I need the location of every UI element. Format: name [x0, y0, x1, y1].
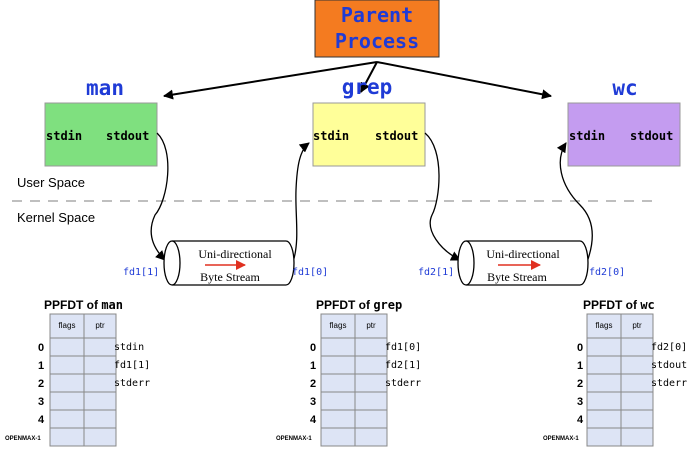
openmax-label: OPENMAX-1: [543, 436, 579, 442]
fd-entry-label: fd1[0]: [385, 342, 421, 353]
row-index-label: 3: [577, 396, 583, 408]
pipe-connections: [150, 132, 593, 263]
ppfdt-title: PPFDT of grep: [316, 298, 402, 312]
user-space-label: User Space: [17, 175, 85, 190]
kernel-space-label: Kernel Space: [17, 210, 95, 225]
pipe-1: Uni-directional Byte Stream: [163, 240, 295, 286]
row-index-label: 2: [577, 378, 583, 390]
process-box-man: stdin stdout: [44, 102, 158, 167]
pipe2-line1: Uni-directional: [486, 247, 560, 261]
pipe-2: Uni-directional Byte Stream: [457, 240, 589, 286]
process-box-wc: stdin stdout: [567, 102, 681, 167]
pipe2-line2: Byte Stream: [487, 270, 547, 284]
row-index-label: 2: [38, 378, 44, 390]
process-box-grep: stdin stdout: [312, 102, 426, 167]
parent-label-line1: Parent: [341, 3, 413, 27]
flags-header: flags: [596, 321, 613, 330]
row-index-label: 0: [577, 342, 583, 354]
ppfdt-title: PPFDT of man: [44, 298, 123, 312]
ptr-header: ptr: [632, 321, 642, 330]
fork-arrow-wc: [376, 61, 552, 100]
fork-arrow-grep: [360, 61, 378, 93]
openmax-label: OPENMAX-1: [5, 436, 41, 442]
row-index-label: 0: [310, 342, 316, 354]
fd-entry-label: stderr: [114, 378, 150, 389]
process-name-man: man: [86, 76, 124, 100]
ppfdt-table-body: [49, 313, 117, 447]
row-index-label: 0: [38, 342, 44, 354]
row-index-label: 4: [310, 414, 317, 426]
wc-stdout-label: stdout: [630, 129, 673, 143]
fork-arrow-man: [163, 61, 378, 100]
row-index-label: 1: [310, 360, 316, 372]
pipe1-line2: Byte Stream: [200, 270, 260, 284]
pipe2-to-wc-stdin: [556, 142, 593, 263]
ppfdt-title-process: man: [101, 298, 123, 312]
flags-header: flags: [330, 321, 347, 330]
openmax-label: OPENMAX-1: [276, 436, 312, 442]
fd2-write-label: fd2[1]: [418, 267, 454, 278]
ppfdt-table-body: [586, 313, 654, 447]
grep-stdout-to-pipe2: [424, 132, 461, 261]
ppfdt-title-process: grep: [373, 298, 402, 312]
process-name-grep: grep: [342, 75, 393, 99]
fd-entry-label: fd2[0]: [651, 342, 687, 353]
man-stdout-label: stdout: [106, 129, 149, 143]
row-index-label: 3: [310, 396, 316, 408]
ppfdt-title: PPFDT of wc: [583, 298, 655, 312]
row-index-label: 1: [38, 360, 44, 372]
ptr-header: ptr: [366, 321, 376, 330]
process-name-wc: wc: [612, 76, 637, 100]
row-index-label: 2: [310, 378, 316, 390]
fd-entry-label: stdout: [651, 360, 687, 371]
grep-stdout-label: stdout: [375, 129, 418, 143]
row-index-label: 3: [38, 396, 44, 408]
row-index-label: 4: [577, 414, 584, 426]
fd2-read-label: fd2[0]: [589, 267, 625, 278]
fork-arrows: [163, 61, 552, 100]
ppfdt-title-process: wc: [640, 298, 654, 312]
fd-entry-label: stderr: [651, 378, 687, 389]
pipe1-to-grep-stdin: [292, 142, 310, 263]
man-stdin-label: stdin: [46, 129, 82, 143]
wc-stdin-label: stdin: [569, 129, 605, 143]
flags-header: flags: [59, 321, 76, 330]
fd-entry-label: fd2[1]: [385, 360, 421, 371]
grep-stdin-label: stdin: [313, 129, 349, 143]
parent-process: Parent Process: [314, 0, 440, 58]
fd-entry-label: fd1[1]: [114, 360, 150, 371]
man-stdout-to-pipe1: [150, 132, 169, 261]
parent-label-line2: Process: [335, 29, 419, 53]
fd1-write-label: fd1[1]: [123, 267, 159, 278]
fd1-read-label: fd1[0]: [292, 267, 328, 278]
fd-entry-label: stderr: [385, 378, 421, 389]
ptr-header: ptr: [95, 321, 105, 330]
row-index-label: 1: [577, 360, 583, 372]
ppfdt-title-prefix: PPFDT of: [583, 298, 640, 312]
pipe1-line1: Uni-directional: [198, 247, 272, 261]
ppfdt-title-prefix: PPFDT of: [44, 298, 101, 312]
row-index-label: 4: [38, 414, 45, 426]
ppfdt-title-prefix: PPFDT of: [316, 298, 373, 312]
ppfdt-table-body: [320, 313, 388, 447]
fd-entry-label: stdin: [114, 342, 144, 353]
